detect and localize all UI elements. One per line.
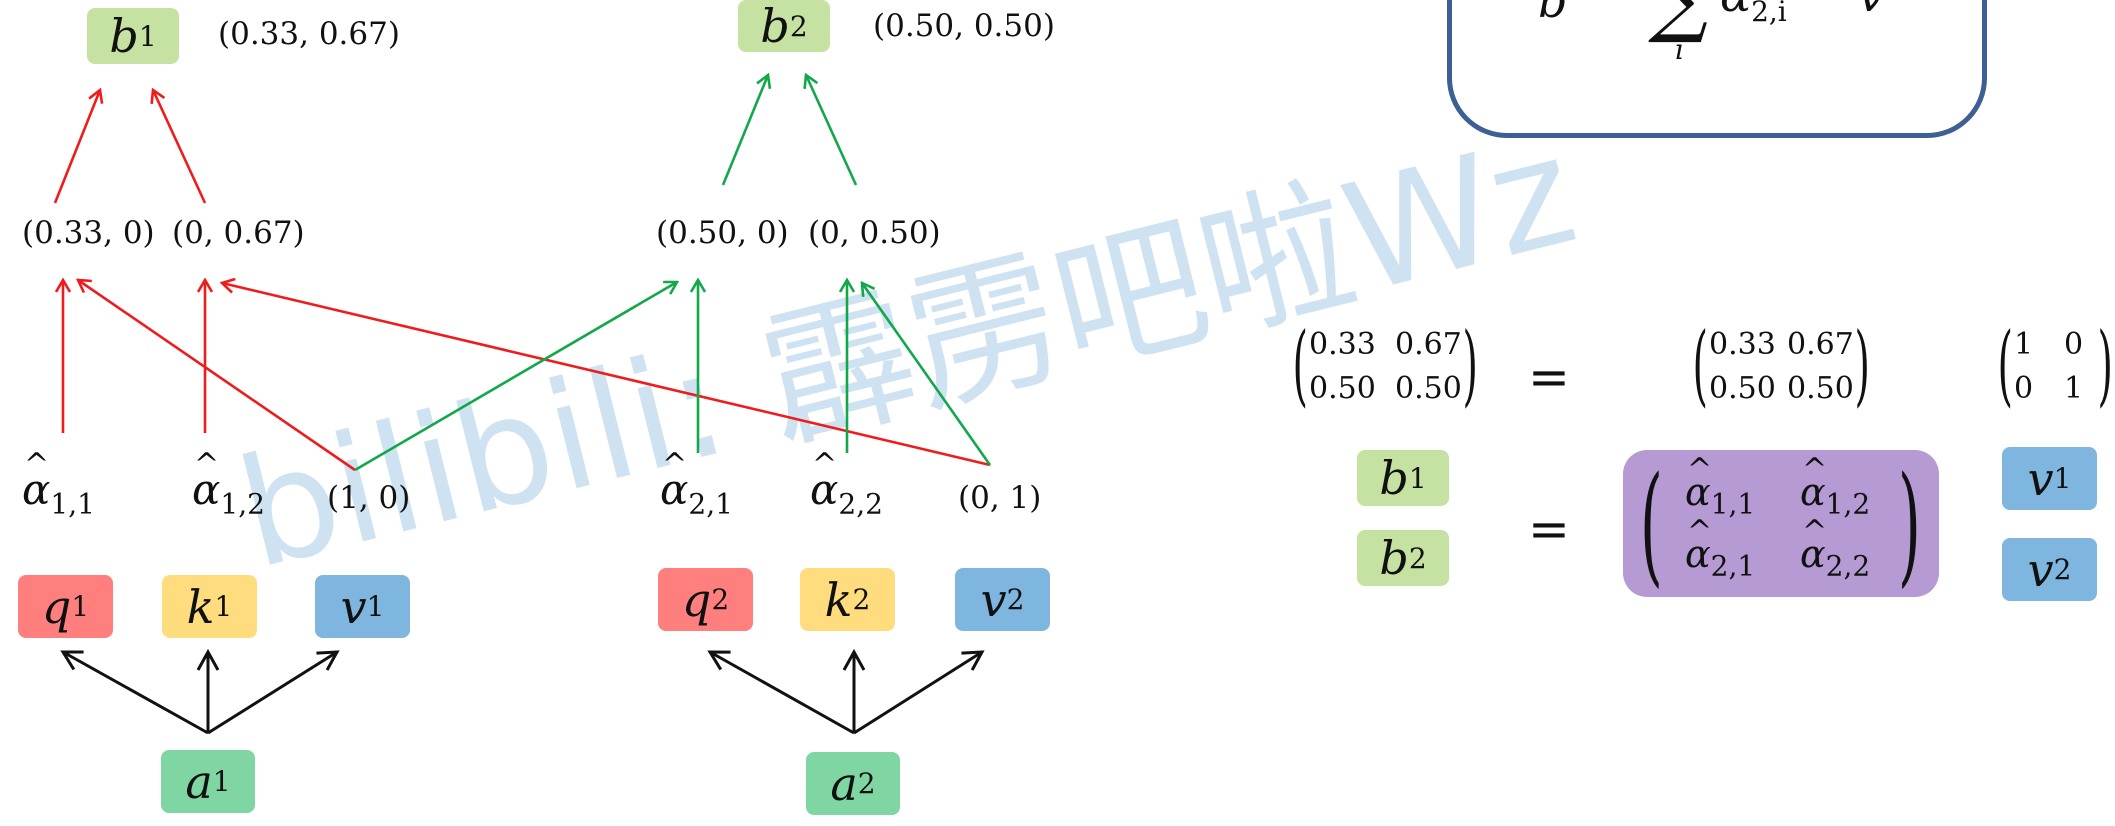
formula-sum-symbol: ∑ xyxy=(1648,0,1708,46)
alpha-matrix-1-2: α1,2 xyxy=(1800,452,1870,521)
formula-sum-index: i xyxy=(1675,33,1684,66)
alpha-2-2: α2,2 xyxy=(810,447,883,520)
arrow-a1-to-v1 xyxy=(207,650,340,735)
alpha-1-1: α1,1 xyxy=(22,447,95,520)
equals-numeric: = xyxy=(1528,348,1570,406)
arrow-a1-to-q1 xyxy=(60,650,209,735)
weighted-1-2: (0, 0.67) xyxy=(172,215,305,251)
arrow-w22-to-b2 xyxy=(806,75,858,186)
arrow-v2-to-w12 xyxy=(222,283,991,467)
alpha-matrix-right-paren: ) xyxy=(1898,448,1921,600)
arrow-a2-to-v2 xyxy=(853,650,985,735)
alpha-1-2: α1,2 xyxy=(192,447,265,520)
equals-symbolic: = xyxy=(1528,500,1570,558)
weighted-1-1: (0.33, 0) xyxy=(22,215,155,251)
alpha-2-1: α2,1 xyxy=(660,447,733,520)
v-numeric-matrix: ( 1 0 0 1 ) xyxy=(1997,313,2113,416)
formula-term: α2,i xyxy=(1720,0,1787,29)
formula-tail: v xyxy=(1858,0,1884,22)
value-vector-1: (1, 0) xyxy=(327,480,411,516)
value-vector-2: (0, 1) xyxy=(958,480,1042,516)
alpha-matrix-2-1: α2,1 xyxy=(1685,514,1755,583)
alpha-matrix-left-paren: ( xyxy=(1640,448,1663,600)
b1-value: (0.33, 0.67) xyxy=(218,16,400,52)
alpha-numeric-matrix: ( 0.33 0.67 0.50 0.50 ) xyxy=(1692,313,1870,416)
arrow-a2-to-q2 xyxy=(707,650,855,735)
alpha-matrix-box xyxy=(1623,450,1939,597)
alpha-matrix-1-1: α1,1 xyxy=(1685,452,1755,521)
arrow-v1-to-w21 xyxy=(354,282,677,472)
arrow-w21-to-b2 xyxy=(721,75,768,186)
b2-value: (0.50, 0.50) xyxy=(873,8,1055,44)
formula-box xyxy=(1447,0,1987,138)
b-numeric-matrix: ( 0.33 0.67 0.50 0.50 ) xyxy=(1292,313,1478,416)
arrow-w12-to-b1 xyxy=(153,90,207,204)
weighted-2-1: (0.50, 0) xyxy=(656,215,789,251)
formula-lhs: b xyxy=(1538,0,1568,28)
alpha-matrix-2-2: α2,2 xyxy=(1800,514,1870,583)
arrow-v1-to-w11 xyxy=(78,280,356,472)
arrow-v2-to-w22 xyxy=(862,283,992,466)
weighted-2-2: (0, 0.50) xyxy=(808,215,941,251)
arrow-w11-to-b1 xyxy=(53,90,100,204)
